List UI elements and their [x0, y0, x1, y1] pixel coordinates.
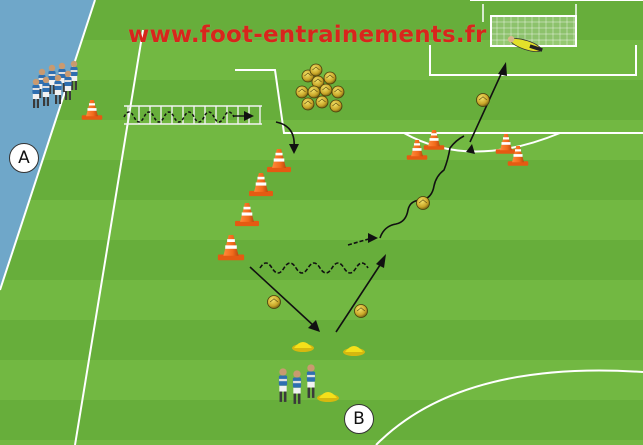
player-figure [64, 70, 72, 100]
dribble-path-zigzag [379, 135, 465, 239]
run-line-1 [335, 261, 383, 333]
player-group-b [278, 364, 316, 404]
training-cone [267, 149, 291, 173]
player-figure [48, 64, 56, 94]
player-figure [54, 74, 62, 104]
ball [323, 71, 337, 85]
movement-paths [249, 71, 503, 333]
flat-marker-disc [343, 346, 365, 356]
player-figure [70, 60, 78, 90]
grass-stripe [0, 0, 643, 40]
cone-group [81, 100, 529, 261]
dribble-path-ladder [123, 111, 235, 123]
goal-area-line [429, 45, 637, 76]
dribble-path-lower [259, 262, 369, 274]
grass-stripe [0, 400, 643, 440]
ball [319, 83, 333, 97]
arrowhead [289, 144, 299, 154]
player-figure [292, 370, 302, 404]
training-cone [406, 140, 428, 160]
training-cone [495, 134, 517, 154]
grass-stripe [0, 320, 643, 360]
arrowhead [368, 233, 378, 243]
player-figure [32, 78, 40, 108]
ball [331, 85, 345, 99]
ball [354, 304, 368, 318]
training-cone [235, 203, 259, 227]
group-label-b: B [344, 404, 374, 434]
site-url-title: www.foot-entrainements.fr [128, 22, 487, 48]
arrowhead [376, 254, 386, 268]
touchline-left [0, 0, 96, 291]
player-figure [278, 368, 288, 402]
center-circle [375, 369, 643, 445]
ball [267, 295, 281, 309]
ball [476, 93, 490, 107]
grass-stripe [0, 160, 643, 200]
side-line [74, 29, 144, 445]
pass-line-1 [249, 266, 315, 327]
flat-marker-group [292, 342, 365, 402]
training-cone [81, 100, 103, 120]
ball-pile [295, 63, 345, 113]
agility-ladder [123, 105, 262, 125]
goal [482, 4, 577, 47]
player-group-a [32, 60, 78, 108]
ball [315, 95, 329, 109]
training-cone [507, 146, 529, 166]
training-cone [217, 235, 245, 261]
penalty-area-line [235, 69, 643, 134]
ball [295, 85, 309, 99]
player-figure [306, 364, 316, 398]
ball [329, 99, 343, 113]
arrowhead [498, 62, 507, 76]
ball [309, 63, 323, 77]
training-cone [249, 173, 273, 197]
ball [416, 196, 430, 210]
arrowhead [244, 111, 254, 121]
ball [307, 85, 321, 99]
shot-line [469, 71, 503, 143]
goalkeeper [507, 35, 543, 53]
ball [301, 97, 315, 111]
flat-marker-disc [292, 342, 314, 352]
training-cone [423, 130, 445, 150]
arrowhead [466, 144, 475, 154]
penalty-arc [403, 132, 561, 153]
grass-stripe [0, 240, 643, 280]
flat-marker-disc [317, 392, 339, 402]
group-label-a: A [9, 143, 39, 173]
player-figure [42, 76, 50, 106]
arrowhead [308, 320, 320, 332]
loose-balls [267, 93, 490, 318]
